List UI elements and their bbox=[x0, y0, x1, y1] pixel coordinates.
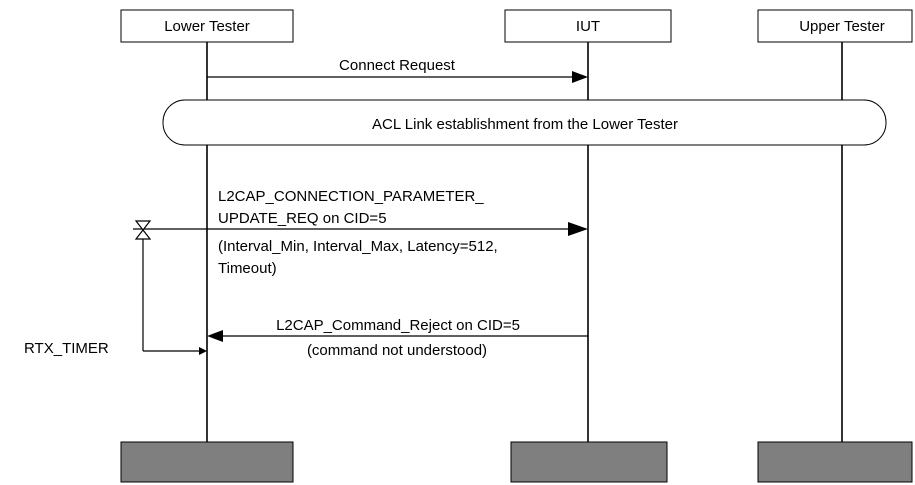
reject-label-line-2: (command not understood) bbox=[307, 342, 487, 359]
rtx-timer: RTX_TIMER bbox=[24, 220, 207, 357]
update-req-label-line-2: UPDATE_REQ on CID=5 bbox=[218, 210, 387, 227]
message-command-reject: L2CAP_Command_Reject on CID=5 (command n… bbox=[207, 317, 588, 359]
update-req-label-line-1: L2CAP_CONNECTION_PARAMETER_ bbox=[218, 188, 484, 205]
participant-iut-label: IUT bbox=[576, 18, 600, 35]
participant-upper-tester-label: Upper Tester bbox=[799, 18, 885, 35]
update-req-label-line-3: (Interval_Min, Interval_Max, Latency=512… bbox=[218, 238, 498, 255]
update-req-label-line-4: Timeout) bbox=[218, 260, 277, 277]
rtx-timer-label: RTX_TIMER bbox=[24, 340, 109, 357]
lifeline-end-lower-tester bbox=[120, 441, 294, 483]
lifeline-end-iut bbox=[510, 441, 668, 483]
participant-lower-tester: Lower Tester bbox=[120, 9, 294, 43]
message-connect-request: Connect Request bbox=[207, 57, 588, 83]
reject-label-line-1: L2CAP_Command_Reject on CID=5 bbox=[276, 317, 520, 334]
lifeline-end-upper-tester bbox=[757, 441, 913, 483]
timer-start-icon bbox=[134, 220, 152, 240]
participant-iut: IUT bbox=[504, 9, 672, 43]
arrow-right-icon bbox=[572, 71, 588, 83]
message-connect-request-label: Connect Request bbox=[339, 57, 456, 74]
timer-expiry-arrow-icon bbox=[199, 347, 207, 355]
message-connection-parameter-update-req: L2CAP_CONNECTION_PARAMETER_ UPDATE_REQ o… bbox=[207, 188, 588, 277]
phase-acl-link-establishment: ACL Link establishment from the Lower Te… bbox=[162, 99, 887, 146]
participant-upper-tester: Upper Tester bbox=[757, 9, 913, 43]
arrow-left-icon bbox=[207, 330, 223, 342]
participant-lower-tester-label: Lower Tester bbox=[164, 18, 250, 35]
phase-acl-link-label: ACL Link establishment from the Lower Te… bbox=[372, 116, 678, 133]
arrow-right-icon bbox=[568, 222, 588, 236]
